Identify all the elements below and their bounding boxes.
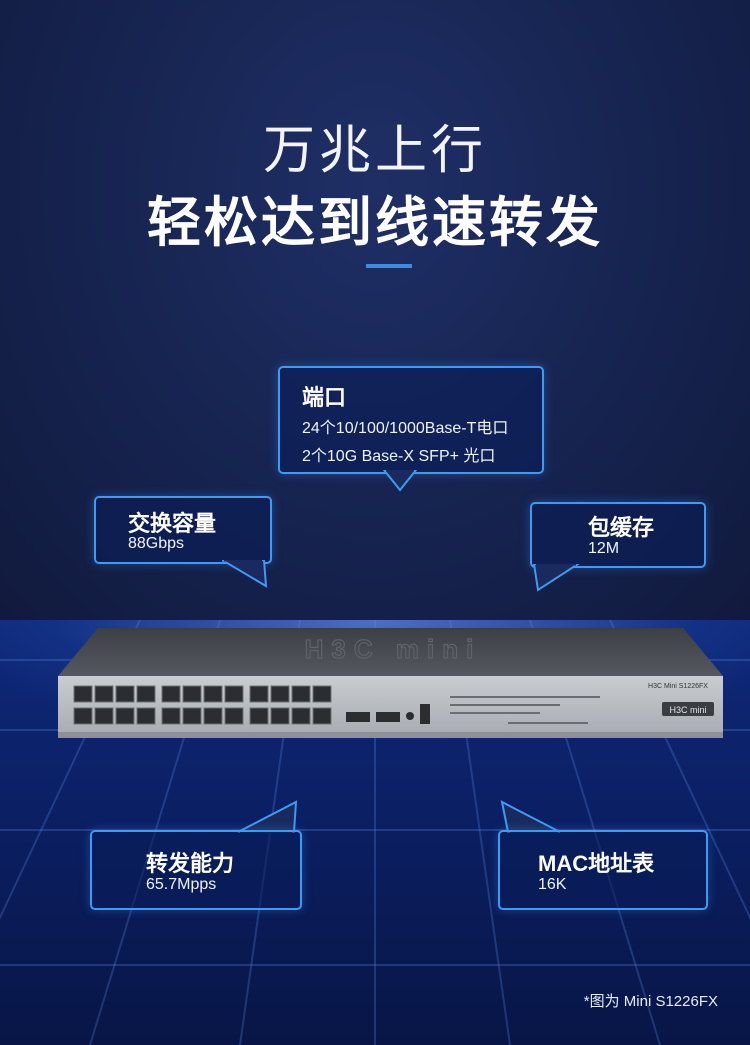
switch-illustration: H3C mini H3C mini H3C Mini S1226FX [58,628,723,738]
mac-callout-tail [500,800,561,834]
rj45-port [312,707,332,725]
rj45-port [161,685,181,703]
ports-sfp-spec: 2个10G Base-X SFP+ 光口 [302,448,496,465]
rj45-port [161,707,181,725]
capacity-title: 交换容量 [128,511,217,536]
buffer-callout: 包缓存 12M [530,502,706,568]
rj45-port [115,707,135,725]
switch-model-label: H3C Mini S1226FX [648,683,708,690]
capacity-callout: 交换容量 88Gbps [94,496,272,564]
forwarding-callout-tail [237,800,298,834]
rj45-port [203,707,223,725]
mac-callout: MAC地址表 16K [498,830,708,910]
rj45-port [270,707,290,725]
rj45-port [291,685,311,703]
rj45-port [115,685,135,703]
forwarding-value: 65.7Mpps [146,876,217,893]
ports-callout: 端口 24个10/100/1000Base-T电口 2个10G Base-X S… [278,366,544,474]
ports-copper-spec: 24个10/100/1000Base-T电口 [302,420,509,437]
rj45-port [291,707,311,725]
buffer-title: 包缓存 [588,515,655,540]
rj45-port [249,707,269,725]
mac-title: MAC地址表 [538,851,655,876]
rj45-port [73,707,93,725]
capacity-value: 88Gbps [128,535,185,552]
mac-value: 16K [538,876,567,893]
forwarding-title: 转发能力 [146,851,235,876]
switch-logo: H3C mini [669,705,706,715]
rj45-port [312,685,332,703]
title-divider [366,264,412,268]
footnote: *图为 Mini S1226FX [583,993,718,1010]
rj45-port [94,685,114,703]
ports-title: 端口 [302,385,347,410]
rj45-port [224,685,244,703]
forwarding-callout: 转发能力 65.7Mpps [90,830,302,910]
buffer-value: 12M [588,540,620,557]
rj45-port [182,707,202,725]
rj45-port [94,707,114,725]
ports-callout-tail [382,470,418,492]
rj45-port [136,685,156,703]
rj45-port [270,685,290,703]
rj45-port [249,685,269,703]
rj45-port [182,685,202,703]
buffer-callout-tail [532,564,580,592]
headline-primary: 万兆上行 [262,122,487,180]
headline-secondary: 轻松达到线速转发 [147,193,603,253]
svg-text:H3C mini: H3C mini [305,634,482,664]
rj45-port [136,707,156,725]
rj45-port [73,685,93,703]
rj45-port [224,707,244,725]
rj45-port [203,685,223,703]
capacity-callout-tail [222,560,268,588]
